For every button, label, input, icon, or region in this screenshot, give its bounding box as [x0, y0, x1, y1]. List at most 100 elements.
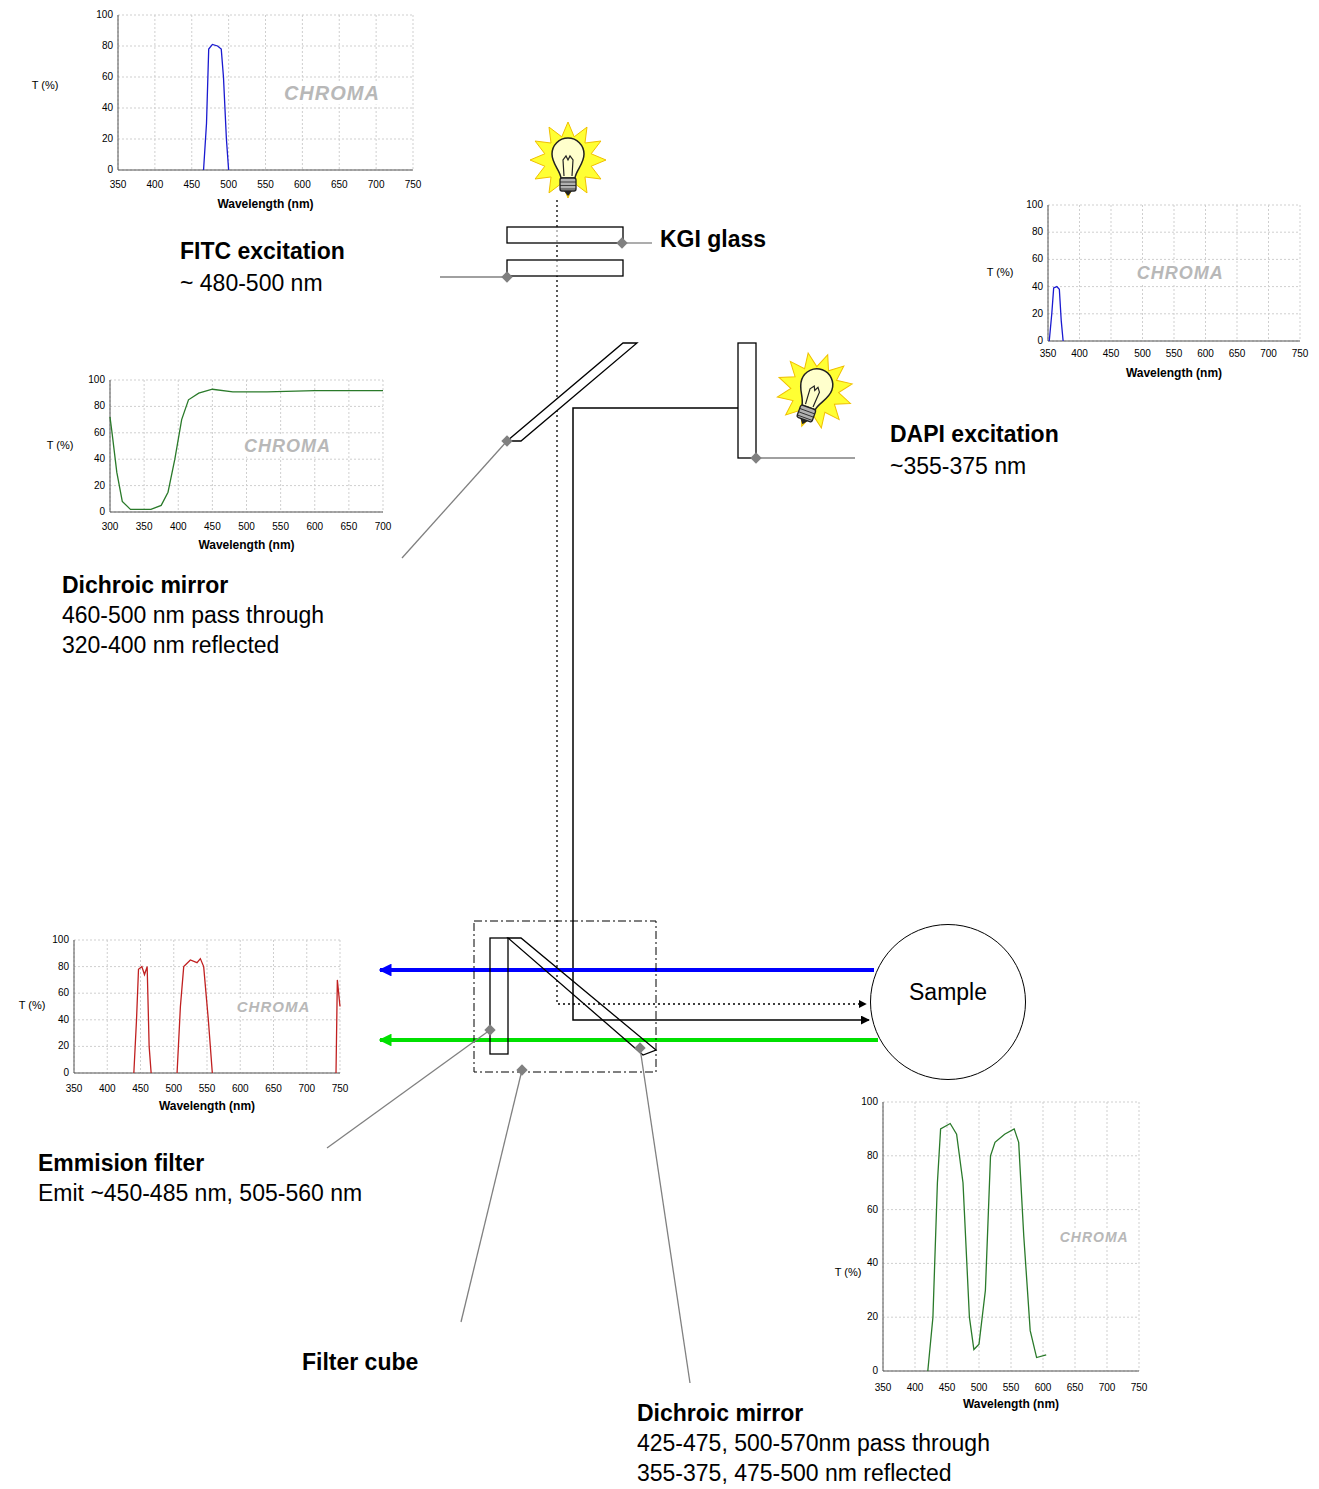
emission-filter: [490, 938, 508, 1054]
axis-tick: 750: [1131, 1382, 1148, 1394]
grid-line: [883, 1209, 1139, 1210]
grid-line: [118, 46, 413, 47]
grid-line: [348, 380, 349, 512]
axis-tick: 100: [1026, 199, 1043, 211]
axis-tick: 400: [1071, 348, 1088, 360]
grid-line: [1048, 259, 1300, 260]
axis-tick: 700: [375, 521, 392, 533]
axis-tick: 100: [88, 374, 105, 386]
axis-tick: 20: [102, 133, 113, 145]
grid-line: [74, 966, 340, 967]
watermark: CHROMA: [1058, 1228, 1131, 1244]
axis-title: T (%): [987, 266, 1014, 279]
axis-tick: 750: [405, 179, 422, 191]
axis-tick: 20: [867, 1311, 878, 1323]
leader-line: [327, 1030, 490, 1148]
grid-line: [1268, 205, 1269, 341]
axis-tick: 400: [147, 179, 164, 191]
leader-line: [461, 1070, 522, 1322]
fitc-light-path: [557, 200, 866, 1004]
wavelength-range: 320-400 nm reflected: [62, 632, 279, 658]
axis-tick: 600: [1035, 1382, 1052, 1394]
transmission-curve: [336, 980, 340, 1073]
axis-tick: 750: [1292, 348, 1309, 360]
axis-title: Wavelength (nm): [963, 1398, 1059, 1412]
transmission-curve: [110, 389, 383, 509]
axis-tick: 0: [99, 506, 105, 518]
grid-line: [1237, 205, 1238, 341]
axis-tick: 60: [94, 427, 105, 439]
watermark: CHROMA: [235, 998, 313, 1015]
axis-tick: 600: [232, 1083, 249, 1095]
leader-marker: [501, 271, 512, 282]
grid-line: [74, 1046, 340, 1047]
grid-line: [1079, 205, 1080, 341]
dapi-excitation-filter: [738, 343, 756, 458]
axis-tick: 500: [1134, 348, 1151, 360]
leader-marker: [516, 1064, 527, 1075]
dichroic-mirror: [507, 343, 637, 441]
transmission-curve: [928, 1124, 1046, 1371]
axis-tick: 550: [1166, 348, 1183, 360]
green-emission-arrow: [380, 1038, 878, 1042]
leader-marker: [750, 452, 761, 463]
axis-tick: 450: [183, 179, 200, 191]
transmission-chart: [1048, 205, 1300, 341]
leader-line: [756, 457, 855, 458]
wavelength-range: 425-475, 500-570nm pass through: [637, 1430, 990, 1456]
chart-axes: [1048, 205, 1300, 341]
axis-tick: 40: [58, 1014, 69, 1026]
transmission-chart: [883, 1102, 1139, 1371]
axis-tick: 450: [939, 1382, 956, 1394]
leader-marker: [616, 237, 627, 248]
axis-tick: 0: [872, 1365, 878, 1377]
grid-line: [1011, 1102, 1012, 1371]
sample-circle: Sample: [870, 924, 1026, 1080]
axis-tick: 350: [110, 179, 127, 191]
grid-line: [947, 1102, 948, 1371]
axis-tick: 650: [1067, 1382, 1084, 1394]
axis-tick: 500: [220, 179, 237, 191]
grid-line: [140, 940, 141, 1073]
axis-tick: 650: [1229, 348, 1246, 360]
filter-name: FITC excitation: [180, 238, 345, 264]
axis-tick: 500: [165, 1083, 182, 1095]
wavelength-range: 355-375, 475-500 nm reflected: [637, 1460, 952, 1486]
axis-tick: 650: [341, 521, 358, 533]
axis-tick: 40: [867, 1258, 878, 1270]
grid-line: [883, 1317, 1139, 1318]
watermark: CHROMA: [1135, 263, 1226, 284]
wavelength-range: 460-500 nm pass through: [62, 602, 324, 628]
chart-axes: [74, 940, 340, 1073]
axis-tick: 400: [99, 1083, 116, 1095]
watermark: CHROMA: [242, 436, 333, 457]
axis-tick: 700: [298, 1083, 315, 1095]
axis-tick: 450: [204, 521, 221, 533]
optics: [327, 122, 878, 1383]
axis-tick: 60: [867, 1204, 878, 1216]
node-label: Sample: [909, 979, 987, 1006]
grid-line: [110, 406, 383, 407]
grid-line: [915, 1102, 916, 1371]
axis-tick: 550: [199, 1083, 216, 1095]
axis-tick: 700: [368, 179, 385, 191]
grid-line: [383, 380, 384, 512]
lamp-glow: [530, 122, 606, 198]
leader-marker: [634, 1042, 645, 1053]
axis-tick: 700: [1099, 1382, 1116, 1394]
grid-line: [212, 380, 213, 512]
axis-tick: 40: [94, 453, 105, 465]
grid-line: [110, 459, 383, 460]
grid-line: [1300, 205, 1301, 341]
grid-line: [979, 1102, 980, 1371]
part-name: Dichroic mirror: [62, 572, 228, 598]
grid-line: [413, 15, 414, 170]
grid-line: [228, 15, 229, 170]
filter-cube: [474, 921, 656, 1072]
part-name: KGI glass: [660, 226, 766, 252]
axis-tick: 600: [1197, 348, 1214, 360]
axis-tick: 20: [58, 1041, 69, 1053]
axis-tick: 0: [1037, 335, 1043, 347]
lamp-base: [797, 405, 816, 423]
